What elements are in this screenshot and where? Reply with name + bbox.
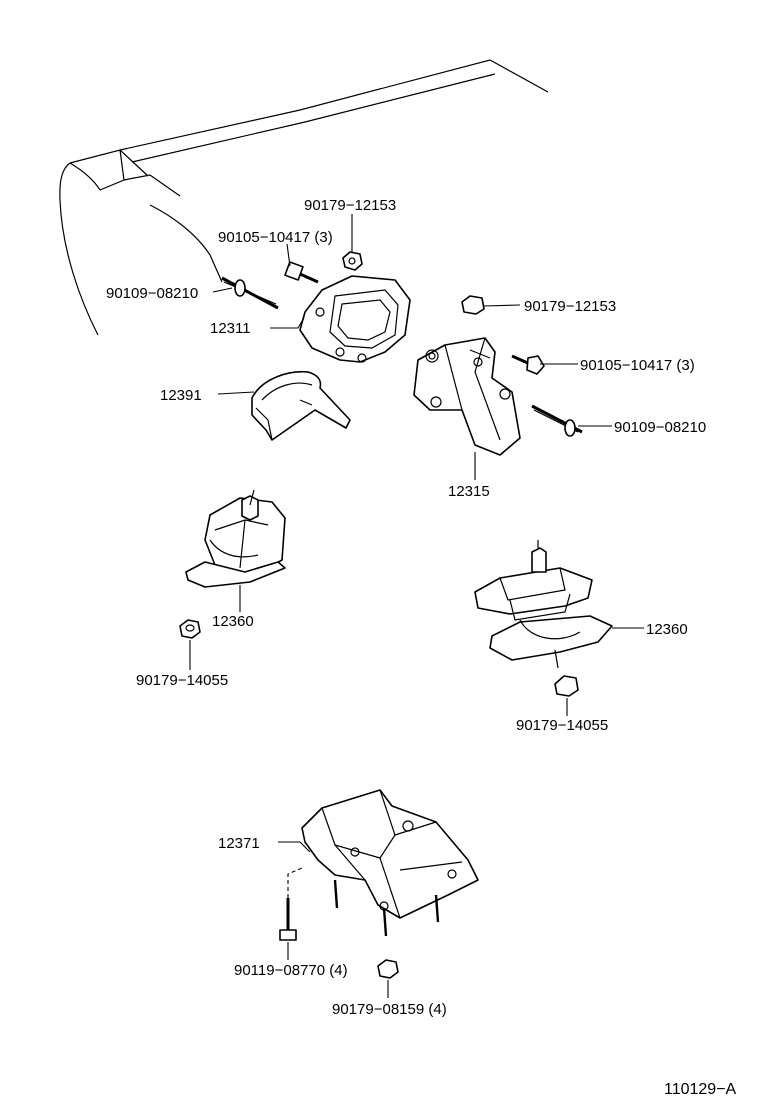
bolt-90105-10417-left bbox=[284, 261, 319, 284]
nut-90179-12153-top bbox=[342, 251, 363, 271]
bolt-90109-08210-right bbox=[531, 404, 583, 437]
bracket-12311 bbox=[299, 275, 411, 363]
insulator-12360-left bbox=[185, 489, 286, 588]
nut-90179-08159 bbox=[377, 959, 399, 979]
nut-90179-14055-left bbox=[179, 619, 201, 639]
label-90105-10417-right: 90105−10417 (3) bbox=[580, 357, 695, 374]
label-90109-08210-left: 90109−08210 bbox=[106, 285, 198, 302]
label-90109-08210-right: 90109−08210 bbox=[614, 419, 706, 436]
heat-shield-12391 bbox=[251, 370, 351, 441]
label-12311: 12311 bbox=[210, 320, 251, 337]
engine-block-outline bbox=[59, 59, 549, 336]
nut-90179-12153-right bbox=[461, 295, 485, 315]
label-12315: 12315 bbox=[448, 483, 490, 500]
bolt-90119-08770 bbox=[279, 898, 297, 941]
label-90179-14055-right: 90179−14055 bbox=[516, 717, 608, 734]
label-90179-12153-top: 90179−12153 bbox=[304, 197, 396, 214]
figure-code: 110129−A bbox=[664, 1081, 737, 1098]
label-12360-left: 12360 bbox=[212, 613, 254, 630]
insulator-12360-right bbox=[474, 540, 613, 669]
nut-90179-14055-right bbox=[554, 675, 579, 697]
label-12391: 12391 bbox=[160, 387, 202, 404]
leader-lines bbox=[189, 214, 644, 998]
label-12371: 12371 bbox=[218, 835, 260, 852]
part-labels: 90179−12153 90105−10417 (3) 90109−08210 … bbox=[106, 197, 737, 1098]
label-90119-08770: 90119−08770 (4) bbox=[234, 962, 348, 979]
insulator-12371 bbox=[301, 789, 479, 937]
label-90179-12153-right: 90179−12153 bbox=[524, 298, 616, 315]
bolt-90109-08210-left bbox=[221, 276, 279, 310]
bolt-90105-10417-right bbox=[511, 354, 545, 375]
label-12360-right: 12360 bbox=[646, 621, 688, 638]
label-90179-08159: 90179−08159 (4) bbox=[332, 1001, 447, 1018]
label-90105-10417-left: 90105−10417 (3) bbox=[218, 229, 333, 246]
bracket-12315 bbox=[413, 337, 521, 456]
label-90179-14055-left: 90179−14055 bbox=[136, 672, 228, 689]
